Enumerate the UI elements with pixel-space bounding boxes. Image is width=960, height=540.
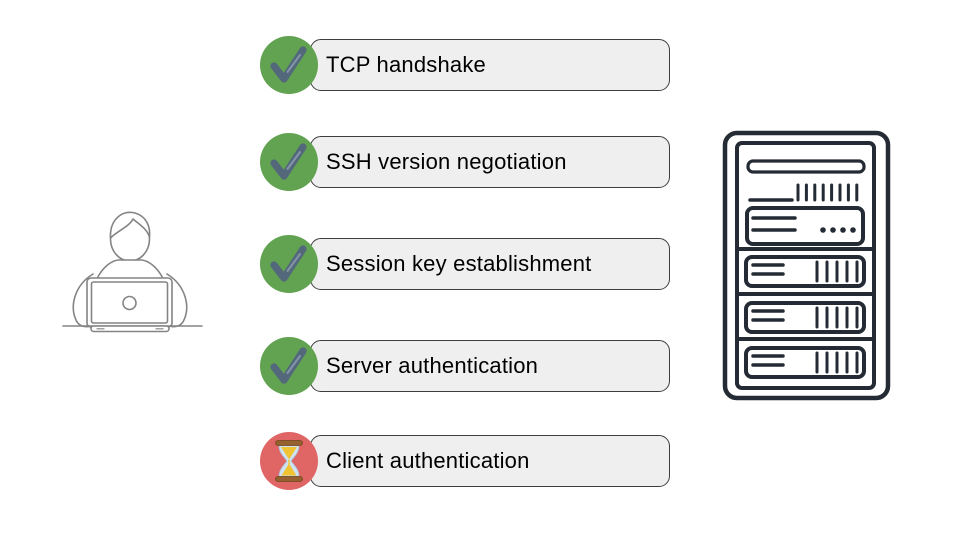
check-icon	[260, 133, 318, 191]
step-pill: Session key establishment	[310, 238, 670, 290]
step-row-ssh-version-negotiation: SSH version negotiation	[260, 133, 672, 191]
person-at-laptop-icon	[62, 211, 203, 333]
step-pill: SSH version negotiation	[310, 136, 670, 188]
step-pill: Client authentication	[310, 435, 670, 487]
step-row-tcp-handshake: TCP handshake	[260, 36, 672, 94]
step-row-server-authentication: Server authentication	[260, 337, 672, 395]
step-row-session-key-establishment: Session key establishment	[260, 235, 672, 293]
person-at-laptop-figure	[60, 200, 205, 340]
hourglass-icon	[260, 432, 318, 490]
step-row-client-authentication: Client authentication	[260, 432, 672, 490]
status-badge	[260, 36, 318, 94]
step-label: Client authentication	[326, 448, 530, 473]
status-badge	[260, 337, 318, 395]
server-rack-figure	[722, 130, 892, 407]
step-label: TCP handshake	[326, 52, 486, 77]
status-badge	[260, 133, 318, 191]
step-label: SSH version negotiation	[326, 149, 567, 174]
check-icon	[260, 235, 318, 293]
step-label: Session key establishment	[326, 251, 592, 276]
check-icon	[260, 337, 318, 395]
step-pill: TCP handshake	[310, 39, 670, 91]
step-pill: Server authentication	[310, 340, 670, 392]
server-rack-icon	[722, 130, 891, 401]
status-badge	[260, 432, 318, 490]
step-label: Server authentication	[326, 353, 539, 378]
status-badge	[260, 235, 318, 293]
check-icon	[260, 36, 318, 94]
